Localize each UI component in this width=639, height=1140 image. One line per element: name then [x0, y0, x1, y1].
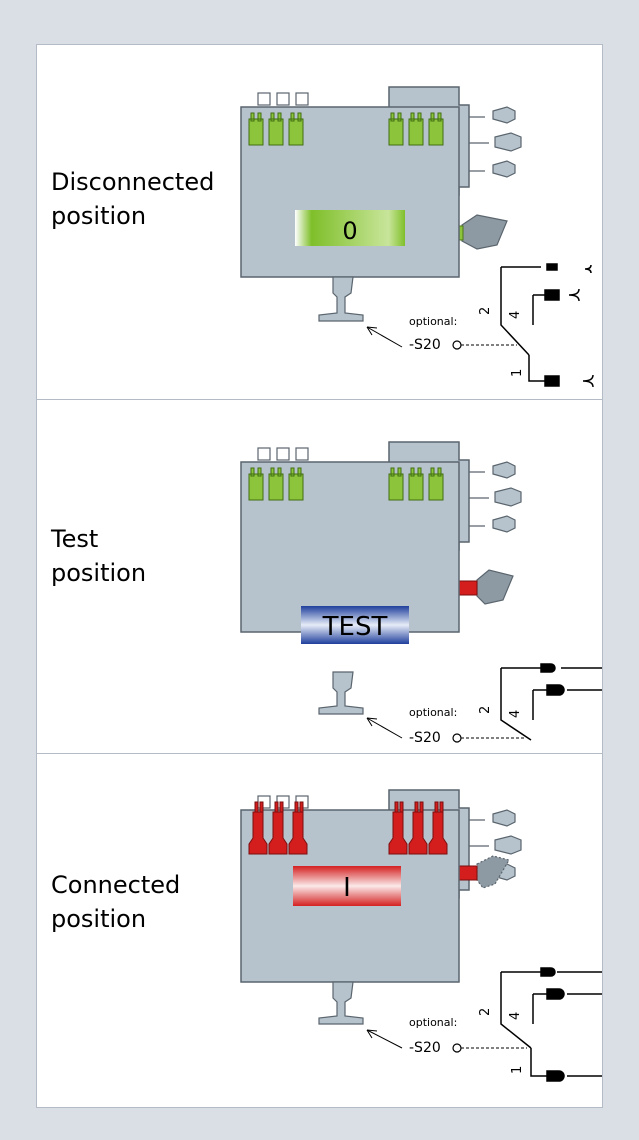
withdrawable-unit-illustration: 0 optional: -S20 2 4 1	[240, 86, 594, 388]
cable-plug	[469, 106, 516, 124]
cable-plug	[469, 160, 516, 178]
panel-disconnected: Disconnected position	[37, 45, 602, 399]
svg-text:1: 1	[510, 369, 525, 377]
position-indicator-window	[301, 606, 409, 644]
svg-text:1: 1	[510, 1066, 525, 1074]
position-label-line1: Connected	[51, 871, 181, 899]
optional-label: optional:	[409, 706, 457, 719]
pointer-arrow	[366, 326, 403, 348]
switch-label: -S20	[409, 1040, 441, 1056]
contact-red	[248, 801, 268, 855]
contact-red	[428, 801, 448, 855]
optional-label: optional:	[409, 1016, 457, 1029]
position-label-line2: position	[51, 559, 147, 587]
position-label: Test position	[51, 522, 146, 590]
top-clip	[276, 92, 290, 106]
contact-green	[268, 112, 284, 146]
contact-green	[428, 112, 444, 146]
panel-test: Test position	[37, 399, 602, 754]
top-clip	[257, 92, 271, 106]
contact-green	[408, 112, 424, 146]
position-indicator-text: TEST	[322, 612, 388, 642]
contact-green	[248, 112, 264, 146]
position-indicator-window	[293, 866, 401, 906]
position-label-line1: Test	[51, 525, 99, 553]
contact-red	[408, 801, 428, 855]
svg-text:2: 2	[478, 1008, 493, 1016]
position-label-line2: position	[51, 202, 147, 230]
optional-label: optional:	[409, 315, 457, 328]
withdrawable-unit-illustration: TEST optional: -S20 2 4	[240, 441, 602, 746]
position-label-line2: position	[51, 905, 147, 933]
svg-text:4: 4	[508, 311, 523, 319]
contact-red	[288, 801, 308, 855]
crank-handle	[318, 276, 364, 322]
panel-connected: Connected position	[37, 753, 602, 1108]
position-label: Disconnected position	[51, 165, 214, 233]
svg-text:4: 4	[508, 1012, 523, 1020]
position-label-line1: Disconnected	[51, 168, 215, 196]
position-indicator-text: 0	[342, 217, 357, 245]
switch-label: -S20	[409, 730, 441, 746]
withdrawable-unit-illustration: I optional: -S20 2 4 1	[240, 789, 602, 1082]
diagram-frame: Disconnected position	[36, 44, 603, 1108]
position-indicator-window	[295, 210, 405, 246]
position-label: Connected position	[51, 868, 180, 936]
cable-plug	[469, 132, 522, 152]
top-clip	[295, 92, 309, 106]
contact-green	[288, 112, 304, 146]
svg-text:2: 2	[478, 307, 493, 315]
contact-red	[268, 801, 288, 855]
position-indicator-text: I	[343, 873, 351, 903]
contact-red	[388, 801, 408, 855]
svg-text:2: 2	[478, 706, 493, 714]
interlock-plug	[461, 214, 508, 250]
switch-label: -S20	[409, 337, 441, 353]
interlock-pin-red	[456, 580, 478, 596]
contact-green	[388, 112, 404, 146]
svg-text:4: 4	[508, 710, 523, 718]
